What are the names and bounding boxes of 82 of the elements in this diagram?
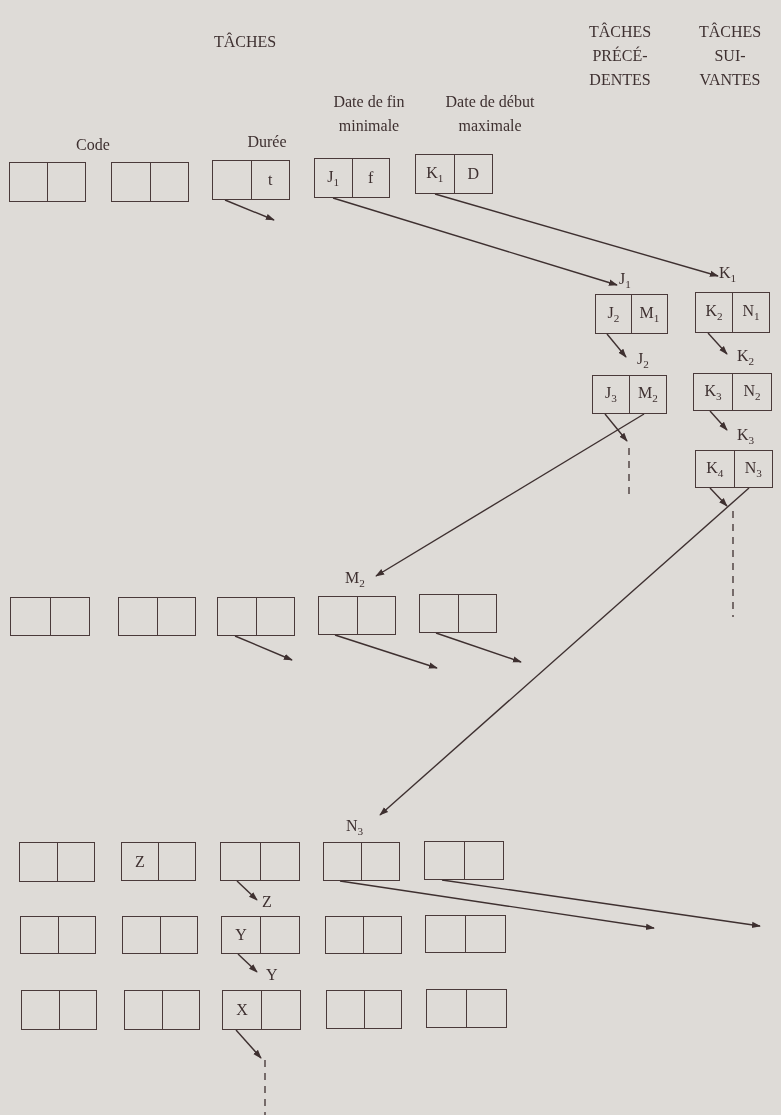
- record-box: [124, 990, 200, 1030]
- cell-value: Y: [235, 926, 247, 944]
- cell-value: K$_{2}$: [705, 302, 723, 323]
- column-heading: TÂCHES SUI- VANTES: [697, 21, 763, 90]
- pointer-label: Y: [266, 966, 278, 985]
- record-box: [595, 294, 668, 334]
- arrow: [339, 880, 655, 930]
- arrow: [604, 413, 628, 442]
- cell-value: K$_{4}$: [706, 458, 724, 480]
- cell-value: f: [368, 169, 374, 187]
- record-box: [419, 594, 497, 633]
- record-box: [323, 842, 400, 881]
- pointer-label: K$_{3}$: [737, 426, 755, 448]
- record-box: [222, 990, 301, 1030]
- cell-value: N$_{1}$: [742, 302, 760, 323]
- record-box: [221, 916, 300, 954]
- cell-value: M$_{2}$: [638, 384, 658, 405]
- record-box: [425, 915, 506, 953]
- pointer-label: K$_{2}$: [737, 347, 755, 369]
- cell-value: N$_{3}$: [744, 458, 762, 480]
- cell-value: M$_{1}$: [639, 303, 660, 325]
- record-box: [314, 158, 390, 198]
- record-box: [318, 596, 396, 635]
- record-box: [220, 842, 300, 881]
- cell-value: J$_{3}$: [605, 384, 617, 405]
- arrow: [606, 333, 627, 358]
- record-box: [695, 450, 773, 488]
- record-box: [21, 990, 97, 1030]
- cell-value: N$_{2}$: [743, 381, 761, 403]
- cell-value: Z: [135, 852, 145, 871]
- record-box: [121, 842, 196, 881]
- arrow: [375, 413, 645, 577]
- arrow: [332, 197, 618, 286]
- cell-value: t: [268, 171, 273, 189]
- pointer-label: M$_{2}$: [345, 569, 365, 591]
- record-box: [212, 160, 290, 200]
- arrow: [334, 634, 438, 669]
- record-box: [693, 373, 772, 411]
- arrow: [435, 632, 522, 663]
- arrow: [707, 332, 728, 355]
- cell-value: D: [467, 165, 480, 183]
- record-box: [592, 375, 667, 414]
- record-box: [415, 154, 493, 194]
- cell-value: K$_{1}$: [426, 163, 444, 185]
- field-heading: Date de fin minimale: [332, 92, 406, 136]
- arrow: [441, 879, 761, 928]
- arrow: [234, 635, 293, 661]
- record-box: [424, 841, 504, 880]
- record-box: [426, 989, 507, 1028]
- record-box: [217, 597, 295, 636]
- cell-value: X: [236, 1001, 248, 1019]
- arrow: [709, 487, 728, 507]
- arrow: [237, 953, 258, 973]
- arrow: [709, 410, 728, 431]
- pointer-label: Z: [262, 893, 272, 912]
- record-box: [9, 162, 86, 202]
- cell-value: J$_{2}$: [607, 303, 620, 325]
- arrow: [434, 193, 719, 277]
- pointer-label: J$_{1}$: [619, 270, 631, 292]
- arrow: [379, 487, 750, 816]
- pointer-label: K$_{1}$: [719, 264, 737, 286]
- arrow: [235, 1029, 262, 1059]
- record-box: [118, 597, 196, 636]
- pointer-label: J$_{2}$: [637, 350, 649, 372]
- record-box: [695, 292, 770, 333]
- arrow: [224, 199, 275, 221]
- record-box: [19, 842, 95, 882]
- column-heading: TÂCHES: [212, 31, 278, 52]
- cell-value: J$_{1}$: [327, 167, 340, 189]
- field-heading: Code: [75, 135, 111, 155]
- record-box: [20, 916, 96, 954]
- record-box: [10, 597, 90, 636]
- record-box: [122, 916, 198, 954]
- record-box: [326, 990, 402, 1029]
- field-heading: Durée: [246, 132, 288, 152]
- record-box: [325, 916, 402, 954]
- cell-value: K$_{3}$: [704, 381, 722, 403]
- column-heading: TÂCHES PRÉCÉ- DENTES: [587, 21, 653, 90]
- pointer-label: N$_{3}$: [346, 817, 364, 839]
- record-box: [111, 162, 189, 202]
- field-heading: Date de début maximale: [444, 92, 536, 136]
- arrow: [236, 880, 258, 901]
